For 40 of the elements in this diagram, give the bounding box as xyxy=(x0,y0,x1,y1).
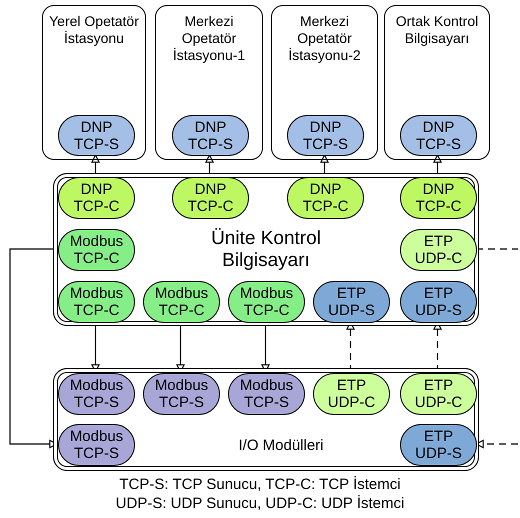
protocol-pill: DNP TCP-S xyxy=(58,115,135,156)
protocol-pill: DNP TCP-C xyxy=(58,177,135,219)
protocol-pill: ETP UDP-C xyxy=(313,373,390,415)
connector-arrow xyxy=(320,154,329,176)
station-box xyxy=(155,5,263,160)
protocol-pill: Modbus TCP-C xyxy=(58,281,135,323)
protocol-pill: ETP UDP-S xyxy=(400,424,477,466)
box-title: Yerel Opetatör İstasyonu xyxy=(48,13,140,47)
connector-arrow xyxy=(205,154,214,176)
protocol-pill: Modbus TCP-S xyxy=(58,373,135,415)
protocol-pill: ETP UDP-S xyxy=(400,281,477,323)
protocol-pill: Modbus TCP-C xyxy=(143,281,220,323)
box-title: Merkezi Opetatör İstasyonu-1 xyxy=(172,13,246,64)
protocol-pill: ETP UDP-C xyxy=(400,229,477,271)
protocol-pill: Modbus TCP-C xyxy=(58,229,135,271)
box-title: Ünite Kontrol Bilgisayarı xyxy=(210,228,322,272)
protocol-pill: Modbus TCP-S xyxy=(228,373,305,415)
module-group-box xyxy=(53,173,479,326)
station-box xyxy=(384,5,490,160)
protocol-pill: DNP TCP-S xyxy=(172,115,249,156)
protocol-pill: DNP TCP-S xyxy=(287,115,364,156)
protocol-pill: DNP TCP-C xyxy=(400,177,477,219)
station-box xyxy=(42,5,146,160)
box-title: Ortak Kontrol Bilgisayarı xyxy=(394,13,480,47)
connector-arrow xyxy=(433,154,442,176)
station-box xyxy=(271,5,378,160)
connector-arrow xyxy=(91,154,100,176)
protocol-pill: ETP UDP-C xyxy=(400,373,477,415)
box-title: I/O Modülleri xyxy=(237,437,325,455)
note-text: UDP-S: UDP Sunucu, UDP-C: UDP İstemci xyxy=(116,494,404,513)
protocol-pill: DNP TCP-C xyxy=(287,177,364,219)
protocol-pill: Modbus TCP-S xyxy=(58,424,135,466)
module-group-box xyxy=(53,368,479,471)
box-title: Merkezi Opetatör İstasyonu-2 xyxy=(287,13,362,64)
protocol-pill: Modbus TCP-S xyxy=(143,373,220,415)
protocol-pill: Modbus TCP-C xyxy=(228,281,305,323)
protocol-pill: DNP TCP-S xyxy=(400,115,477,156)
note-text: TCP-S: TCP Sunucu, TCP-C: TCP İstemci xyxy=(119,475,401,494)
protocol-pill: DNP TCP-C xyxy=(172,177,249,219)
protocol-pill: ETP UDP-S xyxy=(313,281,390,323)
